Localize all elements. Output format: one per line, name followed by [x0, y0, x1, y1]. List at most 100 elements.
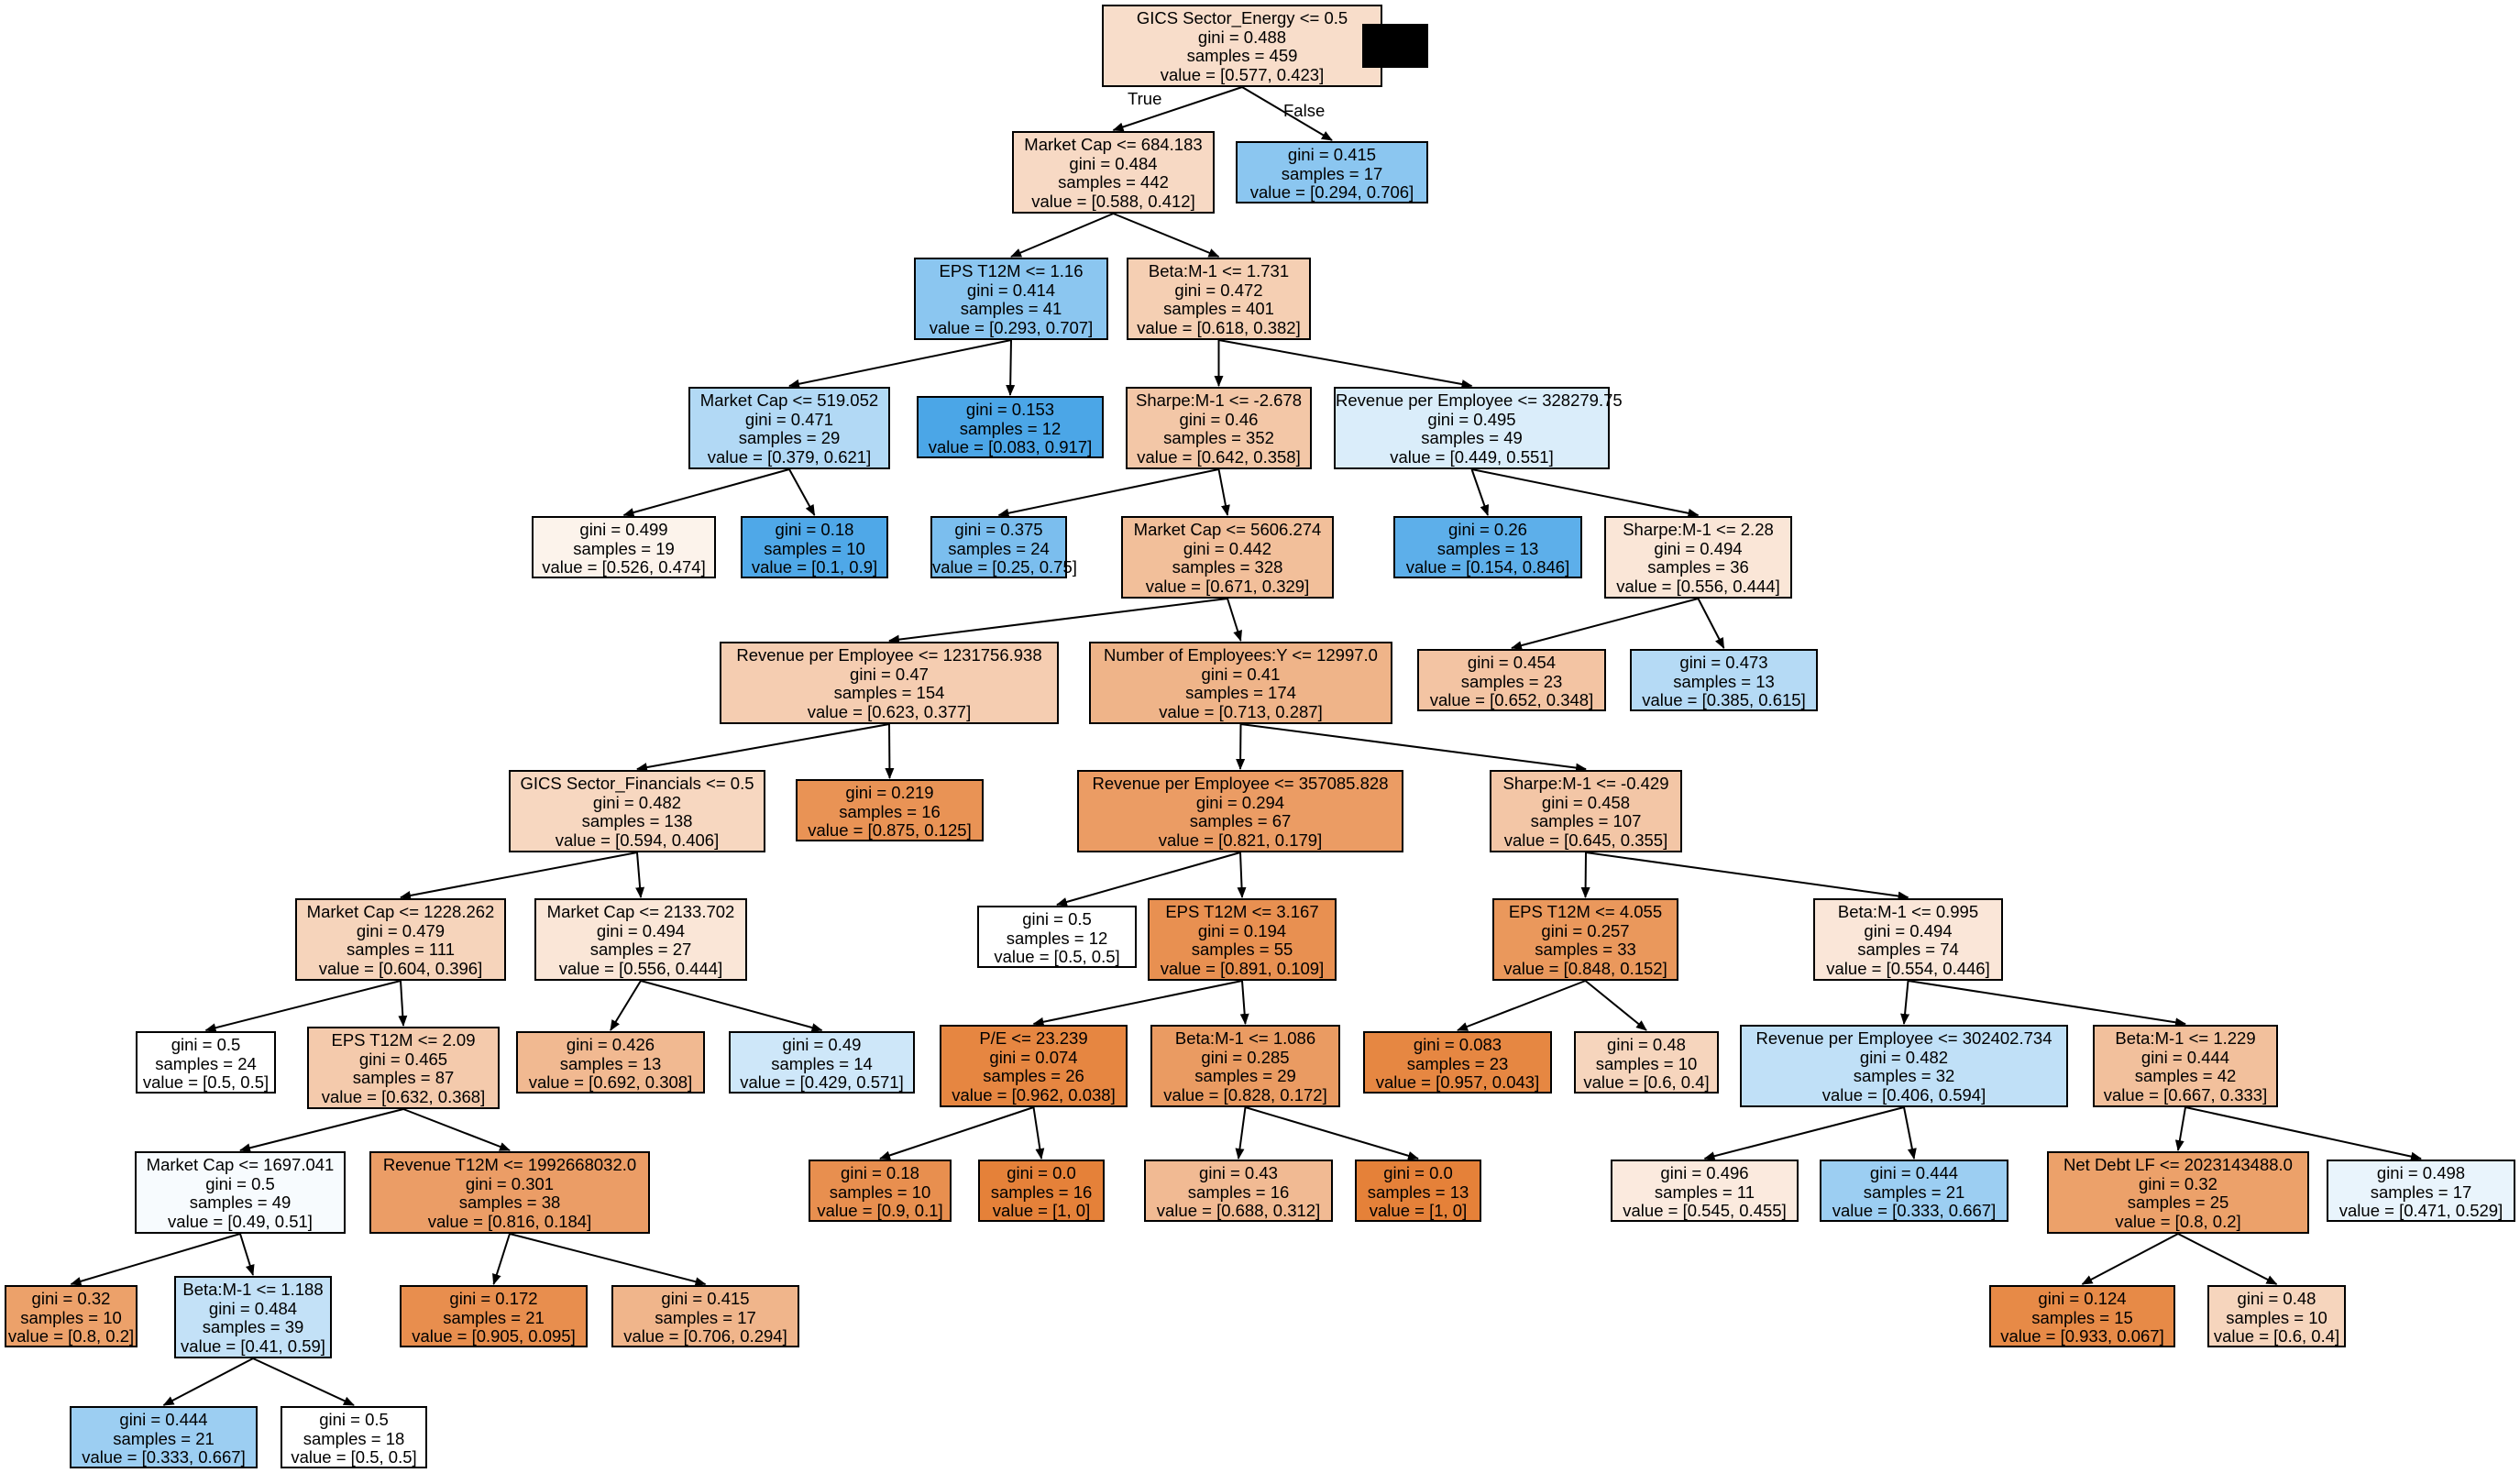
tree-edge: [162, 1358, 254, 1406]
tree-edge: [1010, 213, 1114, 258]
node-text-line: samples = 401: [1163, 299, 1274, 318]
node-text-line: gini = 0.495: [1427, 409, 1516, 429]
node-text-line: samples = 154: [833, 683, 945, 702]
node-text-line: gini = 0.47: [850, 664, 929, 684]
node-text-line: Beta:M-1 <= 1.229: [2115, 1028, 2256, 1048]
tree-edge: [1227, 598, 1242, 642]
node-text-line: samples = 14: [771, 1053, 873, 1073]
node-text-line: GICS Sector_Financials <= 0.5: [520, 774, 754, 793]
node-text-line: gini = 0.48: [1607, 1035, 1686, 1054]
tree-edge: [788, 468, 816, 516]
node-text-line: gini = 0.473: [1679, 653, 1768, 672]
tree-edge: [1240, 723, 1587, 773]
tree-edge: [1056, 852, 1241, 907]
tree-edge: [492, 1233, 511, 1285]
tree-edge: [1584, 980, 1647, 1031]
node-text-line: gini = 0.257: [1541, 920, 1630, 940]
node-text-line: samples = 24: [155, 1053, 257, 1073]
node-text-line: gini = 0.48: [2237, 1289, 2316, 1308]
node-text-line: Revenue per Employee <= 357085.828: [1092, 774, 1389, 793]
tree-edge: [1236, 723, 1246, 770]
node-text-line: samples = 352: [1163, 428, 1274, 447]
node-text-line: samples = 32: [1853, 1066, 1955, 1085]
false-branch-label: False: [1283, 101, 1326, 120]
tree-edge: [1032, 980, 1243, 1027]
node-text-line: gini = 0.18: [841, 1163, 919, 1182]
node-text-line: value = [0.604, 0.396]: [318, 958, 483, 978]
node-text-line: value = [0.577, 0.423]: [1160, 64, 1325, 84]
node-text-line: samples = 10: [2226, 1307, 2327, 1327]
node-text-line: samples = 27: [589, 940, 692, 959]
node-text-line: value = [0.333, 0.667]: [82, 1447, 246, 1467]
tree-edge: [879, 1106, 1034, 1160]
node-text-line: Market Cap <= 2133.702: [546, 902, 735, 921]
node-text-line: samples = 10: [20, 1307, 122, 1327]
node-text-line: gini = 0.49: [782, 1035, 862, 1054]
node-text-line: gini = 0.43: [1199, 1163, 1278, 1182]
node-text-line: samples = 19: [573, 538, 675, 558]
node-text-line: gini = 0.426: [566, 1035, 655, 1054]
node-text-line: samples = 74: [1857, 940, 1959, 959]
node-text-line: samples = 12: [1006, 928, 1108, 948]
node-text-line: value = [0.713, 0.287]: [1159, 701, 1323, 721]
node-text-line: gini = 0.26: [1448, 520, 1527, 539]
tree-edge: [2184, 1106, 2422, 1161]
node-text-line: samples = 17: [655, 1307, 756, 1327]
node-text-line: samples = 13: [1367, 1182, 1469, 1202]
node-text-line: samples = 38: [458, 1193, 561, 1212]
node-text-line: samples = 18: [303, 1428, 405, 1448]
tree-edge: [400, 852, 638, 900]
tree-edge: [788, 339, 1012, 389]
node-text-line: samples = 16: [839, 801, 941, 821]
tree-edge: [2177, 1233, 2278, 1285]
node-text-line: samples = 107: [1530, 811, 1642, 830]
node-text-line: samples = 25: [2127, 1193, 2229, 1212]
tree-edges: [70, 86, 2422, 1406]
node-text-line: gini = 0.41: [1201, 664, 1281, 684]
tree-edge: [1703, 1106, 1905, 1161]
node-text-line: Beta:M-1 <= 1.731: [1148, 261, 1290, 280]
node-text-line: samples = 12: [959, 418, 1062, 438]
tree-edge: [402, 1108, 511, 1151]
node-text-line: value = [0.5, 0.5]: [994, 947, 1120, 966]
tree-edge: [640, 980, 823, 1032]
tree-edge: [1235, 1106, 1247, 1160]
node-text-line: value = [0.49, 0.51]: [168, 1211, 313, 1231]
tree-edge: [1470, 468, 1490, 516]
node-text-line: value = [0.632, 0.368]: [321, 1086, 486, 1106]
node-text-line: gini = 0.414: [966, 280, 1056, 300]
tree-edge: [204, 980, 402, 1033]
tree-edge: [1237, 852, 1247, 898]
node-text-line: Sharpe:M-1 <= -0.429: [1502, 774, 1669, 793]
node-text-line: gini = 0.172: [449, 1289, 538, 1308]
node-text-line: value = [0.333, 0.667]: [1832, 1201, 1997, 1220]
node-text-line: gini = 0.0: [1007, 1163, 1076, 1182]
node-text-line: value = [0.688, 0.312]: [1156, 1201, 1321, 1220]
node-text-line: samples = 41: [960, 299, 1062, 318]
node-text-line: gini = 0.18: [775, 520, 854, 539]
node-text-line: Revenue per Employee <= 328279.75: [1336, 390, 1623, 410]
node-text-line: value = [0.642, 0.358]: [1137, 446, 1301, 467]
